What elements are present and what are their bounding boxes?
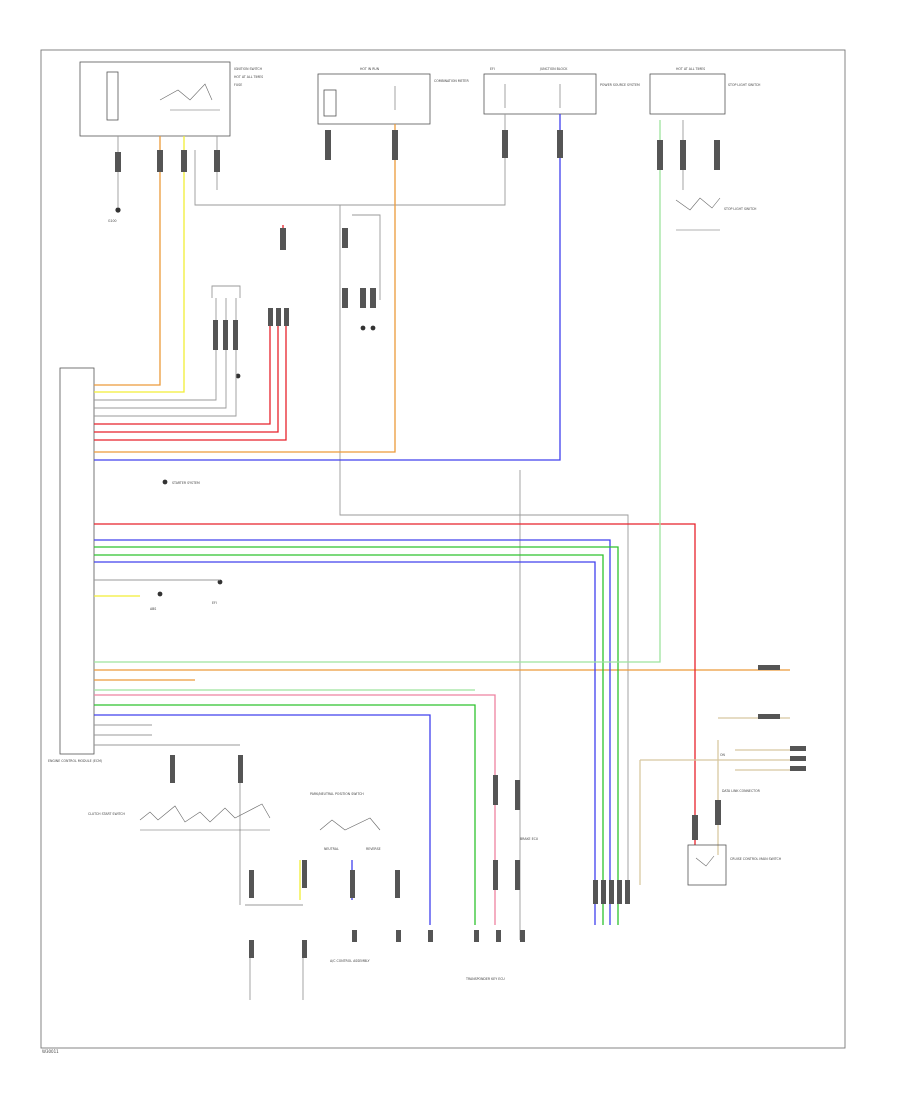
cruise-control-module: CRUISE CONTROL MAIN SWITCH DATA LINK CON… <box>687 753 782 886</box>
ac-control-label: A/C CONTROL ASSEMBLY <box>330 959 370 963</box>
ignition-label: IGNITION SWITCH <box>234 67 263 71</box>
stop-light-fuse-box: HOT AT ALL TIMES STOP LIGHT SWITCH <box>649 67 761 115</box>
combination-meter-label: COMBINATION METER <box>434 79 469 83</box>
transponder-label: TRANSPONDER KEY ECU <box>465 977 505 981</box>
jb-label: JUNCTION BLOCK <box>539 67 568 71</box>
ground-symbols: G100 STARTER SYSTEM ABS EFI <box>108 207 376 611</box>
reverse-label: REVERSE <box>366 847 381 851</box>
park-neutral-label: PARK/NEUTRAL POSITION SWITCH <box>310 792 364 796</box>
hot-at-all-label-1: HOT AT ALL TIMES <box>234 75 263 79</box>
ignition-switch-box: IGNITION SWITCH HOT AT ALL TIMES FUSE <box>79 61 263 137</box>
stop-light-switch: STOP LIGHT SWITCH <box>675 197 757 231</box>
starter-label: STARTER SYSTEM <box>172 481 200 485</box>
ecm-module: ENGINE CONTROL MODULE (ECM) <box>48 367 102 763</box>
stop-light-label-top: STOP LIGHT SWITCH <box>728 83 761 87</box>
combination-meter-box: COMBINATION METER HOT IN RUN <box>317 67 469 125</box>
fuse-label-1: FUSE <box>234 83 242 87</box>
footer-code: W30011 <box>42 1049 59 1054</box>
on-label: ON <box>720 753 726 757</box>
stop-light-label: STOP LIGHT SWITCH <box>724 207 757 211</box>
colored-wires <box>94 114 790 925</box>
ground-label: G100 <box>108 219 117 223</box>
fuse-block-box: EFI JUNCTION BLOCK POWER SOURCE SYSTEM <box>483 67 640 115</box>
ecm-label: ENGINE CONTROL MODULE (ECM) <box>48 759 102 763</box>
connector-terminals <box>115 130 806 958</box>
data-link-label: DATA LINK CONNECTOR <box>722 789 761 793</box>
brake-ecu-label: BRAKE ECU <box>520 837 539 841</box>
power-source-label: POWER SOURCE SYSTEM <box>600 83 640 87</box>
neutral-label: NEUTRAL <box>324 847 339 851</box>
lower-switches: CLUTCH START SWITCH NEUTRAL REVERSE PARK… <box>88 792 539 981</box>
clutch-switch-label: CLUTCH START SWITCH <box>88 812 126 816</box>
hot-in-run-label-1: HOT IN RUN <box>360 67 380 71</box>
diagram-frame <box>40 49 846 1049</box>
gray-wires <box>94 114 684 1000</box>
hot-at-all-label-2: HOT AT ALL TIMES <box>676 67 705 71</box>
efi-label-2: EFI <box>212 601 217 605</box>
cruise-main-label: CRUISE CONTROL MAIN SWITCH <box>730 857 782 861</box>
abs-label: ABS <box>150 607 156 611</box>
efi-label: EFI <box>490 67 495 71</box>
